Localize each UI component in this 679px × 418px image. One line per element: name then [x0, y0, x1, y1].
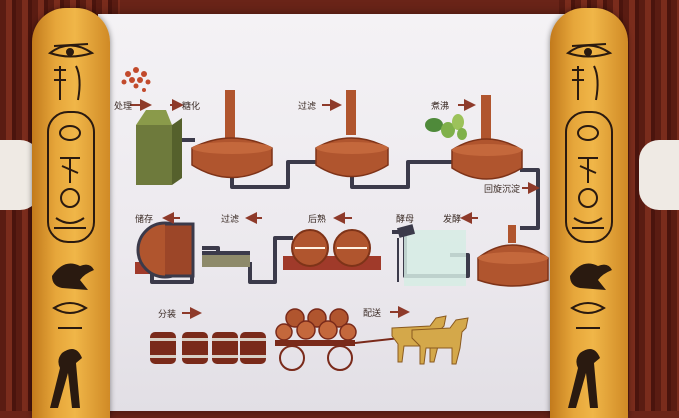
- packaging-kegs: [150, 332, 266, 364]
- label-packaging: 分装: [158, 310, 177, 320]
- horse-icon: [391, 315, 469, 365]
- label-maturation: 后熟: [308, 215, 327, 225]
- eye-of-horus-icon: [565, 43, 613, 58]
- whirlpool-kettle: [477, 225, 549, 287]
- storage-tank: [135, 221, 195, 279]
- label-storage: 储存: [135, 215, 154, 225]
- label-boiling: 煮沸: [431, 102, 450, 112]
- lotus-hieroglyph-icon: [52, 302, 88, 329]
- label-delivery: 配送: [363, 309, 382, 319]
- malt-grain-icon: [121, 67, 151, 92]
- ibis-hieroglyph-icon: [568, 349, 600, 408]
- hops-icon: [425, 114, 467, 140]
- label-yeast: 酵母: [396, 215, 415, 225]
- bird-hieroglyph-icon: [52, 263, 94, 290]
- fermentation-tank: [404, 230, 466, 286]
- cartouche-icon: [47, 111, 95, 243]
- flow-arrows: [130, 99, 540, 319]
- mill-box: [136, 110, 182, 185]
- lotus-hieroglyph-icon: [570, 302, 606, 329]
- yeast-tag-icon: [396, 224, 416, 282]
- eye-of-horus-icon: [47, 43, 95, 58]
- label-whirlpool: 回旋沉淀: [484, 185, 521, 195]
- mash-kettle: [191, 90, 273, 179]
- staff-hieroglyph-icon: [572, 65, 599, 101]
- staff-hieroglyph-icon: [54, 65, 81, 101]
- maturation-barrels: [283, 229, 381, 270]
- label-milling: 处理: [114, 102, 133, 112]
- label-fermentation: 发酵: [443, 215, 462, 225]
- label-filtration: 过滤: [221, 215, 240, 225]
- hieroglyph-pillar-right: [550, 8, 628, 418]
- cartouche-icon: [565, 111, 613, 243]
- delivery-cart: [275, 308, 401, 371]
- boil-kettle: [451, 95, 523, 180]
- lauter-kettle: [315, 90, 389, 178]
- statue-arm-right: [639, 140, 679, 210]
- hieroglyph-pillar-left: [32, 8, 110, 418]
- label-lautering: 过滤: [298, 102, 317, 112]
- ibis-hieroglyph-icon: [50, 349, 82, 408]
- label-mashing: 糖化: [182, 102, 201, 112]
- bird-hieroglyph-icon: [570, 263, 612, 290]
- filter-unit: [202, 251, 250, 267]
